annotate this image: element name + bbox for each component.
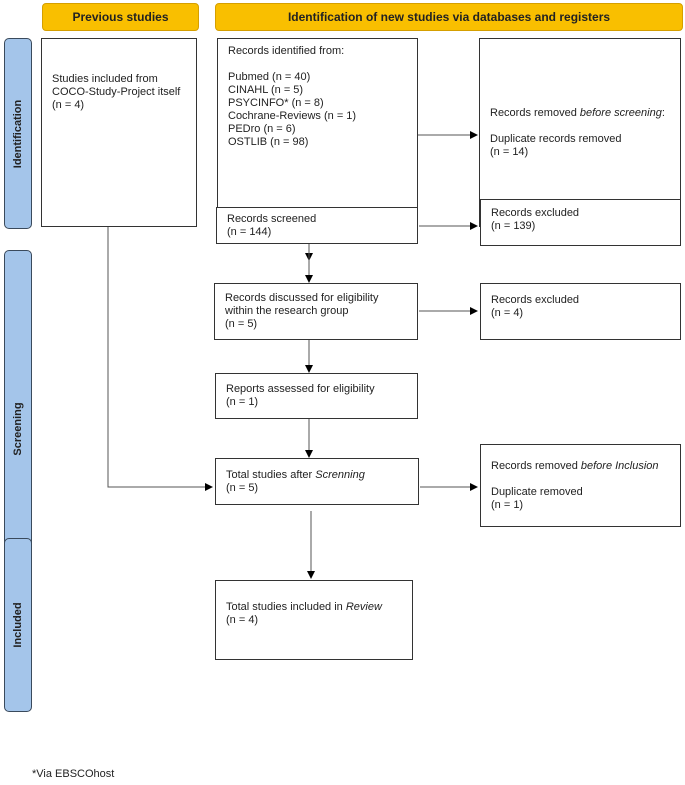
phase-included: Included (4, 538, 32, 712)
box-text: Records excluded (491, 207, 580, 219)
box-count: (n = 4) (226, 614, 259, 626)
source-item: CINAHL (n = 5) (228, 84, 304, 96)
box-count: (n = 144) (227, 225, 272, 238)
removed-before-inclusion-box: Records removed before Inclusion Duplica… (480, 444, 681, 527)
source-item: Cochrane-Reviews (n = 1) (228, 110, 357, 122)
total-after-screening-box: Total studies after Screnning (n = 5) (215, 458, 419, 505)
phase-identification: Identification (4, 38, 32, 229)
box-text: Records removed before Inclusion (491, 459, 659, 472)
box-text: Records excluded (491, 294, 580, 306)
box-count: (n = 139) (491, 220, 536, 232)
total-included-box: Total studies included in Review (n = 4) (215, 580, 413, 660)
phase-label: Included (12, 602, 24, 648)
footnote: *Via EBSCOhost (32, 768, 115, 780)
records-excluded-box-2: Records excluded (n = 4) (480, 283, 681, 340)
box-count: (n = 1) (491, 498, 524, 511)
reports-assessed-box: Reports assessed for eligibility (n = 1) (215, 373, 418, 419)
records-screened-box: Records screened (n = 144) (216, 207, 418, 244)
source-item: OSTLIB (n = 98) (228, 136, 309, 148)
source-item: Pubmed (n = 40) (228, 71, 311, 83)
phase-label: Identification (12, 99, 24, 168)
box-count: (n = 14) (490, 145, 529, 158)
box-text: Studies included from COCO-Study-Project… (52, 73, 181, 111)
records-discussed-box: Records discussed for eligibility within… (214, 283, 418, 340)
box-text: Duplicate removed (491, 485, 583, 498)
box-text: Records screened (227, 212, 317, 225)
arrow-previous-to-total (107, 227, 213, 491)
box-count: (n = 5) (225, 318, 258, 330)
phase-label: Screening (12, 401, 24, 456)
removed-before-screening-box: Records removed before screening: Duplic… (479, 38, 681, 227)
source-item: PSYCINFO* (n = 8) (228, 97, 324, 109)
header-identification-new-studies: Identification of new studies via databa… (215, 3, 683, 31)
previous-studies-box: Studies included from COCO-Study-Project… (41, 38, 197, 227)
box-text: Records discussed for eligibility within… (225, 292, 379, 317)
box-text: Duplicate records removed (490, 132, 622, 145)
box-title: Records identified from: (228, 45, 345, 57)
box-count: (n = 4) (491, 307, 524, 319)
header-previous-studies: Previous studies (42, 3, 199, 31)
box-count: (n = 1) (226, 396, 259, 408)
box-text: Total studies included in Review (226, 601, 382, 613)
box-text: Records removed before screening: (490, 106, 665, 119)
records-excluded-box-1: Records excluded (n = 139) (480, 199, 681, 246)
source-item: PEDro (n = 6) (228, 123, 296, 135)
records-identified-box: Records identified from: Pubmed (n = 40)… (217, 38, 418, 227)
box-count: (n = 5) (226, 481, 259, 494)
box-text: Total studies after Screnning (226, 468, 365, 481)
box-text: Reports assessed for eligibility (226, 383, 375, 395)
